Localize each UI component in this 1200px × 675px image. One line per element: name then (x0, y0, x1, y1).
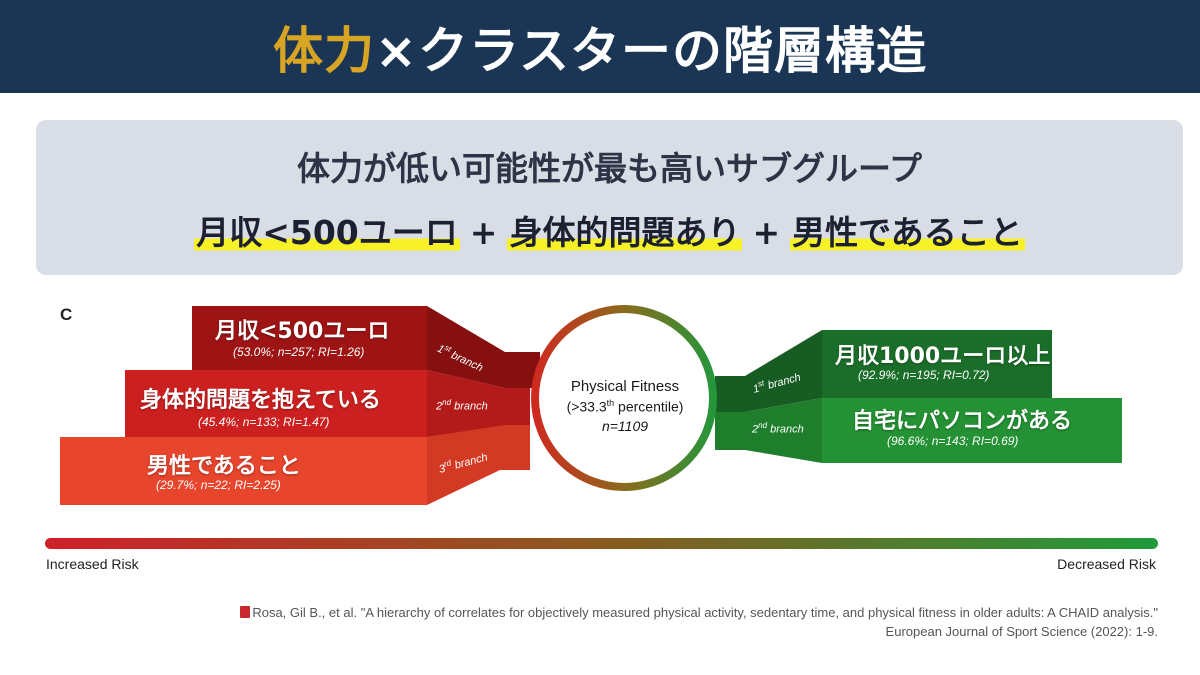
left-node-1-stat: (53.0%; n=257; RI=1.26) (233, 345, 365, 359)
increased-risk-label: Increased Risk (46, 556, 139, 572)
plus-sign: + (752, 213, 781, 252)
left-node-3-title: 男性であること (147, 454, 301, 479)
left-node-1-title: 月収<500ユーロ (215, 319, 390, 344)
citation-line-2: European Journal of Sport Science (2022)… (885, 624, 1158, 639)
left-node-2-stat: (45.4%; n=133; RI=1.47) (198, 415, 330, 429)
title-rest: ×クラスターの階層構造 (375, 21, 927, 80)
risk-gradient-bar (45, 538, 1158, 549)
left-branch-2-label: 2nd branch (436, 398, 488, 413)
left-branch-1-label: 1st branch (435, 342, 485, 375)
summary-box: 体力が低い可能性が最も高いサブグループ 月収<500ユーロ+身体的問題あり+男性… (36, 120, 1183, 275)
book-icon (240, 606, 251, 618)
center-percentile: (>33.3th percentile) (566, 398, 684, 415)
right-node-1-stat: (92.9%; n=195; RI=0.72) (858, 368, 990, 382)
right-branch-2-label: 2nd branch (752, 421, 804, 436)
left-node-3-stat: (29.7%; n=22; RI=2.25) (156, 478, 281, 492)
center-node: Physical Fitness (>33.3th percentile) n=… (530, 312, 720, 484)
center-sample-size: n=1109 (601, 418, 649, 434)
title-bar: 体力×クラスターの階層構造 (0, 0, 1200, 93)
citation: Rosa, Gil B., et al. "A hierarchy of cor… (78, 603, 1158, 641)
citation-line-1: Rosa, Gil B., et al. "A hierarchy of cor… (78, 603, 1158, 622)
right-node-1-title: 月収1000ユーロ以上 (835, 344, 1051, 369)
right-node-2-stat: (96.6%; n=143; RI=0.69) (887, 434, 1019, 448)
slide-title: 体力×クラスターの階層構造 (273, 11, 927, 83)
right-branch-1-connector (715, 330, 822, 412)
plus-sign: + (469, 213, 498, 252)
title-accent: 体力 (273, 21, 376, 80)
panel-letter: C (60, 305, 73, 324)
decreased-risk-label: Decreased Risk (1057, 556, 1156, 572)
summary-conditions: 月収<500ユーロ+身体的問題あり+男性であること (36, 206, 1183, 254)
condition-physical-problem: 身体的問題あり (507, 213, 743, 252)
condition-income: 月収<500ユーロ (194, 213, 460, 252)
right-node-2-title: 自宅にパソコンがある (852, 409, 1073, 434)
center-title: Physical Fitness (570, 378, 680, 395)
right-branch-1-label: 1st branch (751, 371, 803, 396)
left-node-2-title: 身体的問題を抱えている (140, 388, 381, 413)
summary-heading: 体力が低い可能性が最も高いサブグループ (296, 149, 923, 188)
left-branch-3-label: 3rd branch (437, 451, 489, 476)
condition-male: 男性であること (790, 213, 1025, 252)
